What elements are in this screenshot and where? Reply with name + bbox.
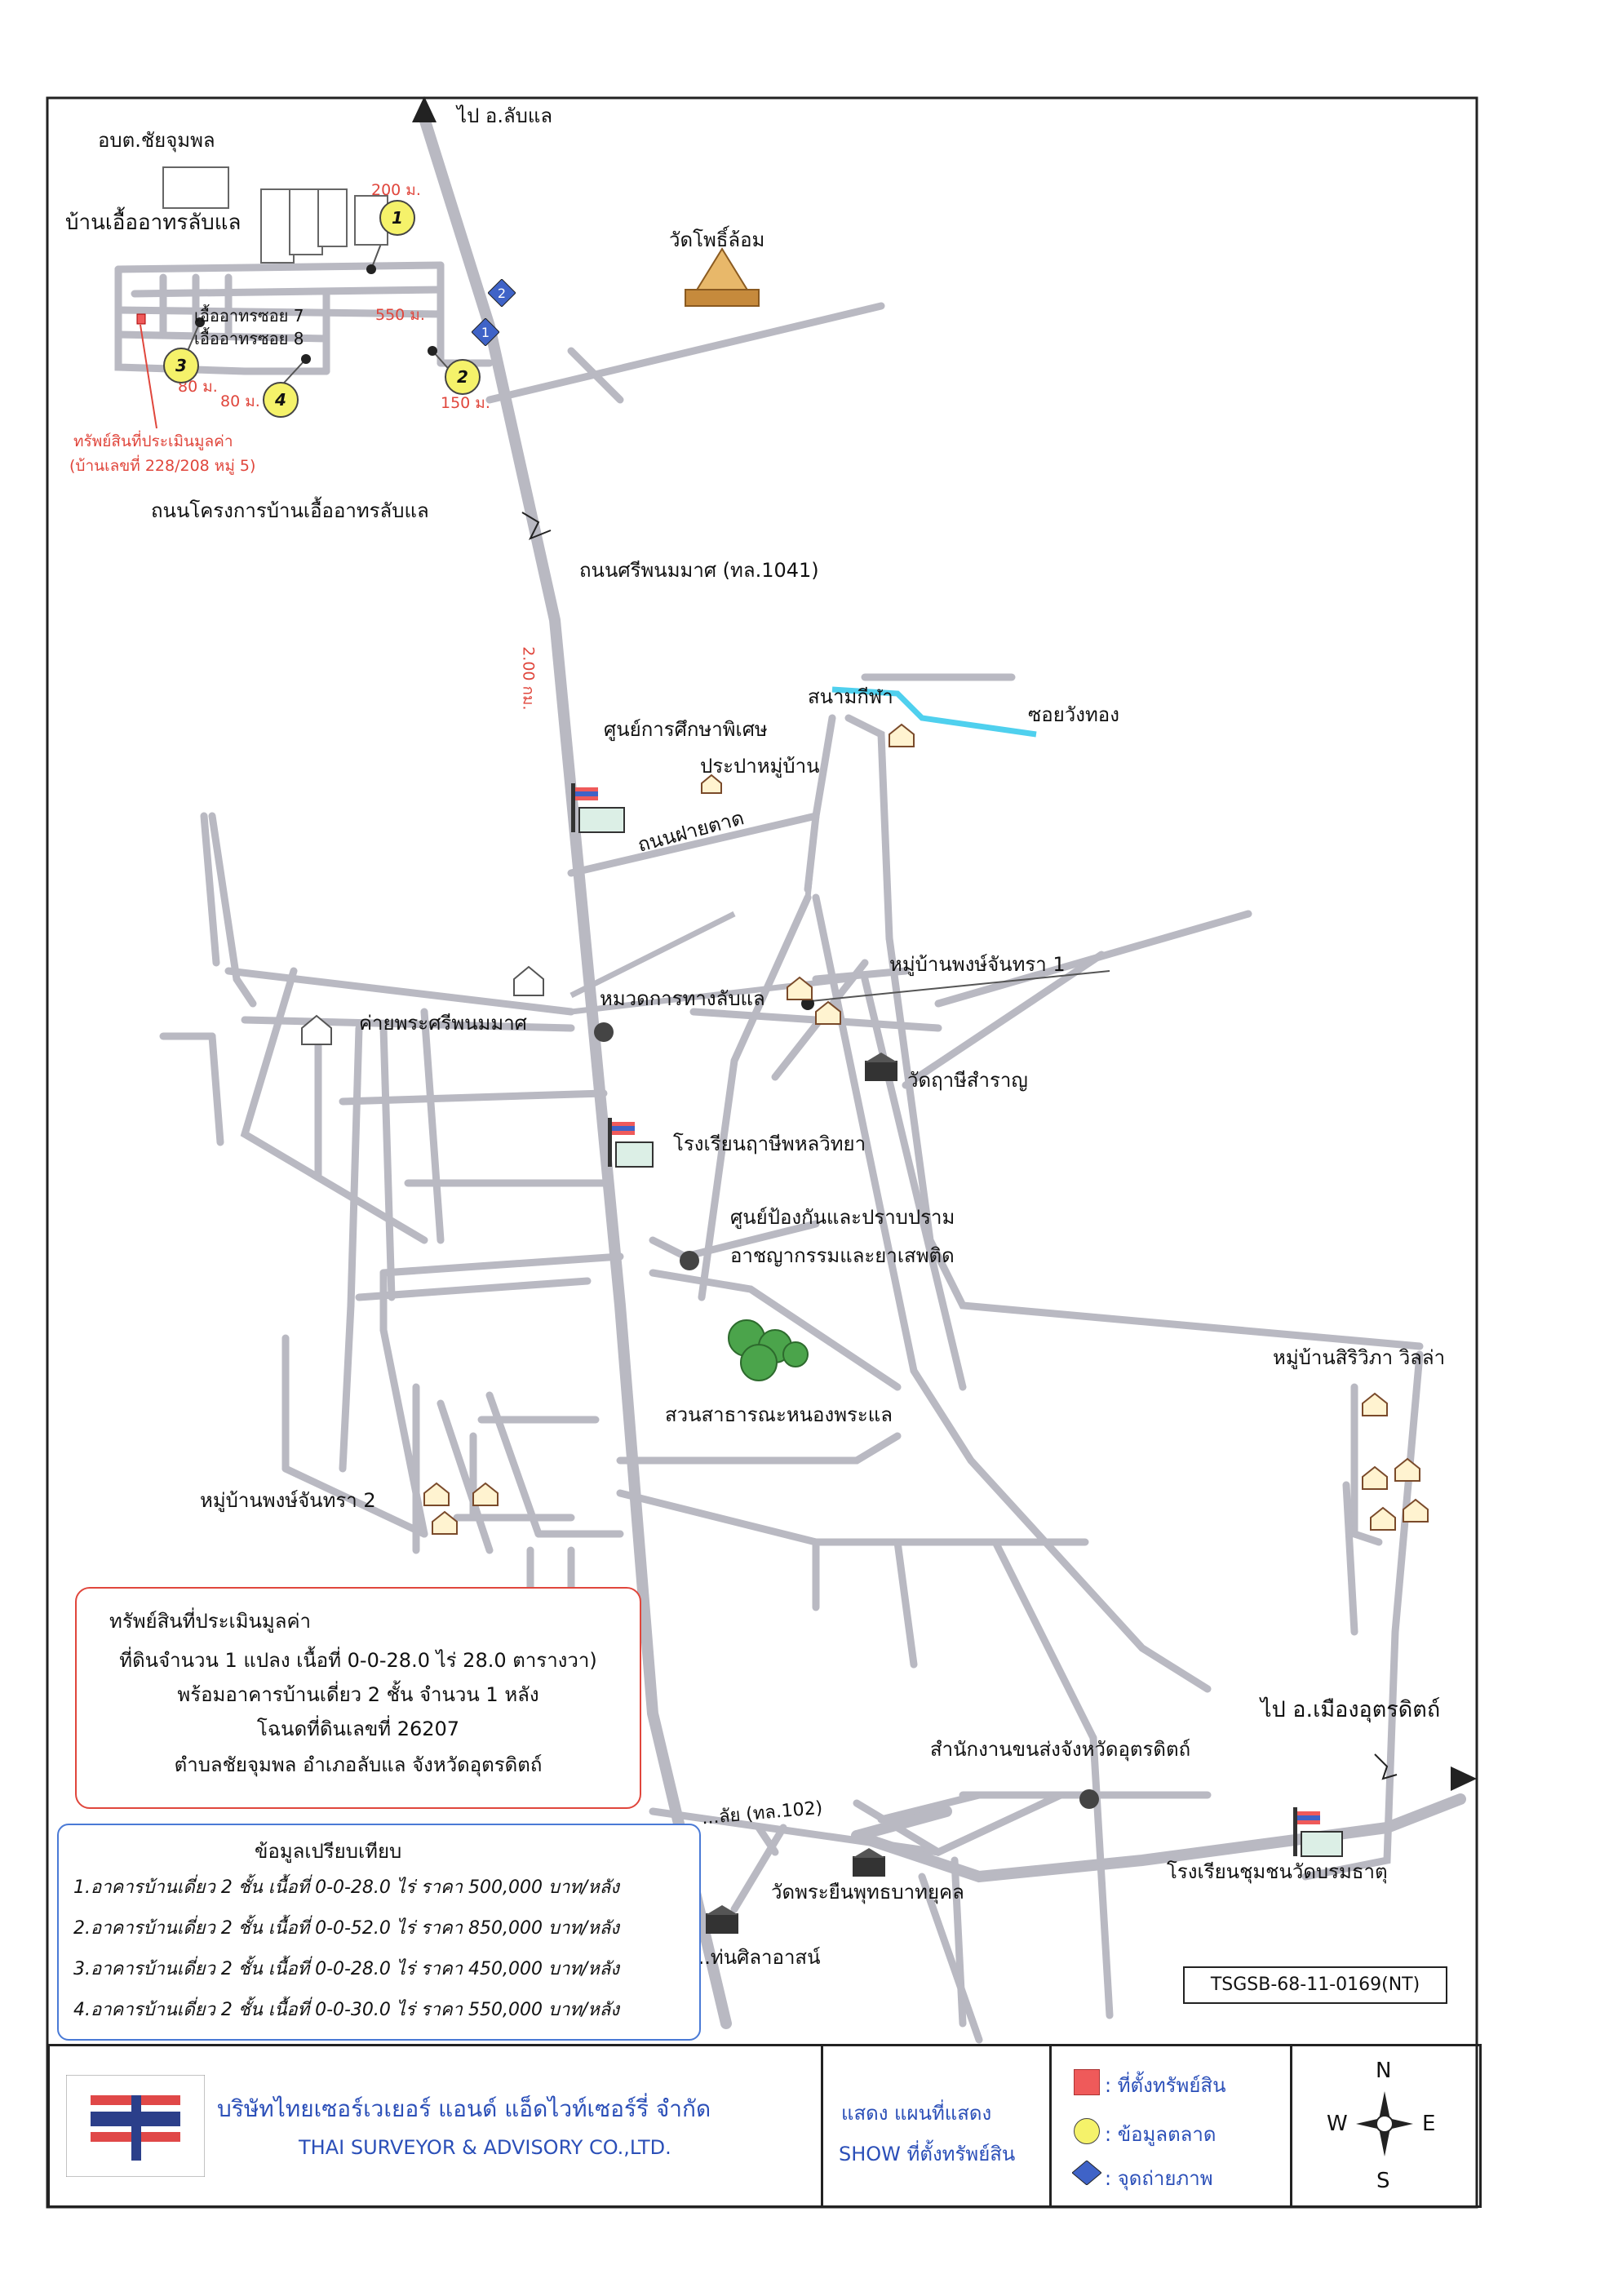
show-th: แสดง แผนที่แสดง — [841, 2102, 992, 2125]
subject-box-title: ทรัพย์สินที่ประเมินมูลค่า — [109, 1610, 311, 1633]
north-arrow — [412, 96, 437, 122]
footer: บริษัทไทยเซอร์เวเยอร์ แอนด์ แอ็ดไวท์เซอร… — [47, 2044, 1482, 2208]
label-soi8: เอื้ออาทรซอย 8 — [194, 329, 304, 348]
photo-point-2-label: 2 — [498, 286, 506, 301]
label-wat-pho: วัดโพธิ์ล้อม — [669, 228, 765, 251]
market-marker-2[interactable]: 2 — [445, 359, 481, 395]
distance-150m: 150 ม. — [441, 394, 490, 412]
market-marker-3[interactable]: 3 — [163, 348, 199, 383]
footer-show-cell: แสดง แผนที่แสดง SHOW ที่ตั้งทรัพย์สิน — [821, 2046, 1052, 2205]
government-icons — [594, 1022, 1099, 1809]
temple-icons — [706, 1053, 897, 1934]
label-center-2: อาชญากรรมและยาเสพติด — [730, 1244, 955, 1267]
company-name-en: THAI SURVEYOR & ADVISORY CO.,LTD. — [299, 2136, 671, 2159]
company-logo — [66, 2075, 205, 2177]
label-transport: สำนักงานขนส่งจังหวัดอุตรดิตถ์ — [930, 1738, 1191, 1761]
label-center-1: ศูนย์ป้องกันและปราบปราม — [730, 1206, 955, 1229]
photo-point-1-label: 1 — [481, 325, 490, 340]
label-school-ruesi: โรงเรียนฤาษีพหลวิทยา — [673, 1132, 866, 1155]
label-camp: ค่ายพระศรีพนมมาศ — [359, 1012, 527, 1035]
stream — [831, 686, 1037, 738]
label-park: สวนสาธารณะหนองพระแล — [665, 1403, 893, 1426]
distance-200m: 200 ม. — [371, 181, 421, 199]
subject-box-line3: โฉนดที่ดินเลขที่ 26207 — [256, 1718, 460, 1740]
label-village1: หมู่บ้านพงษ์จันทรา 1 — [889, 953, 1066, 976]
subject-callout-address: (บ้านเลขที่ 228/208 หมู่ 5) — [69, 457, 256, 475]
comparison-item-1: 1.อาคารบ้านเดี่ยว 2 ชั้น เนื้อที่ 0-0-28… — [73, 1877, 619, 1898]
label-housing: บ้านเอื้ออาทรลับแล — [65, 211, 242, 235]
label-water: ประปาหมู่บ้าน — [700, 755, 820, 778]
label-to-east: ไป อ.เมืองอุตรดิตถ์ — [1261, 1697, 1441, 1722]
landmark-wat-pho — [685, 247, 760, 307]
label-siriwipa: หมู่บ้านสิริวิภา วิลล่า — [1273, 1346, 1446, 1369]
housing-buildings — [162, 166, 388, 264]
label-road-project: ถนนโครงการบ้านเอื้ออาทรลับแล — [151, 499, 429, 522]
east-arrow — [1451, 1766, 1477, 1791]
subject-box-line1: ที่ดินจำนวน 1 แปลง เนื้อที่ 0-0-28.0 ไร่… — [119, 1649, 597, 1672]
park-trees — [728, 1319, 809, 1381]
roads — [114, 261, 1424, 2044]
legend-property-swatch — [1074, 2069, 1100, 2095]
school-icons — [571, 783, 1343, 1857]
subject-callout-title: ทรัพย์สินที่ประเมินมูลค่า — [73, 432, 233, 450]
label-to-north: ไป อ.ลับแล — [457, 104, 553, 127]
show-en: SHOW ที่ตั้งทรัพย์สิน — [839, 2143, 1016, 2165]
photo-point-1[interactable]: 1 — [472, 318, 499, 346]
footer-legend-cell: : ที่ตั้งทรัพย์สิน : ข้อมูลตลาด : จุดถ่า… — [1049, 2046, 1292, 2205]
label-soi-wangthong: ซอยวังทอง — [1028, 703, 1119, 726]
compass-e: E — [1422, 2112, 1436, 2136]
compass-w: W — [1327, 2112, 1348, 2136]
company-name-th: บริษัทไทยเซอร์เวเยอร์ แอนด์ แอ็ดไวท์เซอร… — [217, 2095, 711, 2122]
label-soi7: เอื้ออาทรซอย 7 — [194, 306, 304, 326]
footer-company-cell: บริษัทไทยเซอร์เวเยอร์ แอนด์ แอ็ดไวท์เซอร… — [50, 2046, 823, 2205]
comparison-item-4: 4.อาคารบ้านเดี่ยว 2 ชั้น เนื้อที่ 0-0-30… — [73, 2000, 619, 2020]
label-school-chumchon: โรงเรียนชุมชนวัดบรมธาตุ — [1167, 1860, 1388, 1883]
compass-s: S — [1376, 2169, 1390, 2193]
label-stadium: สนามกีฬา — [808, 685, 893, 708]
legend-market-swatch — [1074, 2118, 1100, 2144]
reference-code: TSGSB-68-11-0169(NT) — [1183, 1966, 1447, 2004]
distance-2km: 2.00 กม. — [519, 646, 538, 711]
market-marker-4[interactable]: 4 — [263, 382, 299, 418]
photo-point-2[interactable]: 2 — [488, 279, 516, 307]
distance-80m-b: 80 ม. — [220, 392, 260, 410]
distance-80m-a: 80 ม. — [178, 378, 218, 396]
footer-compass-cell: N S W E — [1290, 2046, 1479, 2205]
label-wat-ruesi: วัดฤาษีสำราญ — [907, 1069, 1028, 1092]
subject-box-line4: ตำบลชัยจุมพล อำเภอลับแล จังหวัดอุตรดิตถ์ — [174, 1753, 543, 1776]
compass-rose — [1356, 2091, 1413, 2156]
label-road-sriphanom: ถนนศรีพนมมาศ (ทล.1041) — [579, 559, 819, 582]
legend-property: : ที่ตั้งทรัพย์สิน — [1105, 2074, 1226, 2097]
label-wat-tha-sila: ...ท่นศิลาอาสน์ — [692, 1946, 821, 1969]
subject-box-line2: พร้อมอาคารบ้านเดี่ยว 2 ชั้น จำนวน 1 หลัง — [177, 1683, 539, 1706]
label-highway-dist: หมวดการทางลับแล — [600, 987, 765, 1010]
legend-photo: : จุดถ่ายภาพ — [1105, 2167, 1213, 2190]
legend-photo-swatch — [1072, 2161, 1101, 2185]
comparison-item-3: 3.อาคารบ้านเดี่ยว 2 ชั้น เนื้อที่ 0-0-28… — [73, 1959, 619, 1979]
camp-icons — [301, 965, 544, 1045]
subject-property — [136, 313, 146, 325]
market-marker-1[interactable]: 1 — [379, 200, 415, 236]
compass-n: N — [1376, 2059, 1392, 2083]
comparison-title: ข้อมูลเปรียบเทียบ — [255, 1840, 402, 1863]
label-special-edu: ศูนย์การศึกษาพิเศษ — [604, 718, 768, 741]
label-obt: อบต.ชัยจุมพล — [98, 129, 215, 152]
house-icons — [423, 723, 1429, 1535]
label-wat-phrayuen: วัดพระยืนพุทธบาทยุคล — [771, 1881, 964, 1904]
label-village2: หมู่บ้านพงษ์จันทรา 2 — [200, 1489, 376, 1512]
legend-market: : ข้อมูลตลาด — [1105, 2123, 1216, 2146]
main-roads — [419, 113, 1466, 2029]
comparison-item-2: 2.อาคารบ้านเดี่ยว 2 ชั้น เนื้อที่ 0-0-52… — [73, 1918, 619, 1939]
comparison-box: ข้อมูลเปรียบเทียบ 1.อาคารบ้านเดี่ยว 2 ชั… — [57, 1824, 701, 2041]
distance-550m: 550 ม. — [375, 306, 425, 324]
subject-property-box: ทรัพย์สินที่ประเมินมูลค่า ที่ดินจำนวน 1 … — [75, 1587, 641, 1809]
